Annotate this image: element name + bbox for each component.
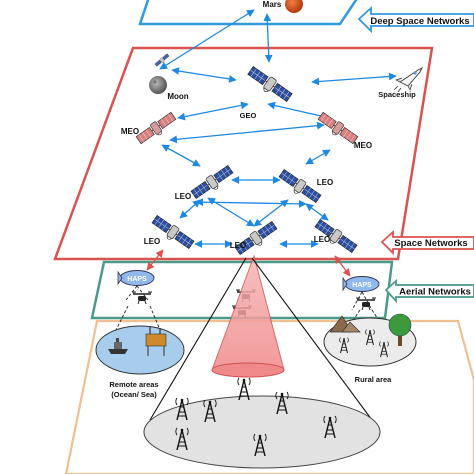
link-haps-left-leo	[146, 249, 164, 271]
leo-bottom-mid-label: LEO	[230, 241, 246, 250]
mars-icon	[285, 0, 303, 13]
mountain-icon	[329, 315, 361, 333]
urban-coverage-region	[143, 395, 381, 469]
spaceship-label: Spaceship	[378, 90, 416, 99]
ship-icon	[108, 338, 128, 354]
space-callout: Space Networks	[380, 229, 474, 256]
link-leo-cross-b	[207, 197, 255, 227]
link-meo-left-leo	[161, 144, 201, 167]
leo-mid-left-satellite-icon	[189, 163, 236, 203]
cone-edge-left	[149, 257, 247, 421]
satellite-icon	[154, 52, 171, 68]
cone-edge-right	[251, 257, 373, 421]
leo-bottom-right-label: LEO	[314, 235, 330, 244]
drone-icon	[131, 291, 153, 305]
drone-icon	[355, 297, 377, 311]
space-plane	[53, 46, 434, 261]
leo-bottom-left-label: LEO	[144, 237, 160, 246]
mars-label: Mars	[263, 0, 282, 9]
space-label: Space Networks	[394, 238, 467, 249]
rural-area-label: Rural area	[355, 375, 393, 384]
coverage-beam	[211, 254, 285, 371]
geo-label: GEO	[240, 111, 257, 120]
aerial-label: Aerial Networks	[399, 287, 471, 298]
link-leo-mid-right-down	[305, 203, 329, 221]
moon-icon	[149, 76, 167, 94]
link-meo-left-meo-right	[169, 121, 325, 144]
leo-mid-right-label: LEO	[317, 178, 333, 187]
deep-space-callout: Deep Space Networks	[357, 5, 474, 34]
haps-right-label: HAPS	[352, 282, 372, 289]
geo-satellite-icon	[244, 64, 294, 106]
link-geo-meo-left	[177, 101, 249, 121]
link-mars-geo	[263, 13, 273, 63]
leo-bottom-mid-satellite-icon	[233, 219, 280, 259]
leo-mid-right-satellite-icon	[276, 167, 323, 207]
link-moon-geo	[171, 67, 237, 83]
beam-footprint	[211, 362, 285, 378]
remote-area-label: Remote areas	[109, 380, 158, 389]
aerial-plane	[90, 260, 394, 320]
meo-left-satellite-icon	[134, 110, 179, 148]
leo-mid-left-label: LEO	[175, 192, 191, 201]
offshore-platform-icon	[145, 326, 167, 356]
haps-left-label: HAPS	[127, 276, 147, 283]
remote-area-sublabel: (Ocean/ Sea)	[111, 390, 157, 399]
meo-right-label: MEO	[354, 141, 372, 150]
haps-left-blimp-icon	[117, 270, 155, 286]
meo-left-label: MEO	[121, 127, 139, 136]
link-leo-cross-a	[195, 198, 307, 208]
link-geo-meo-right	[267, 101, 331, 121]
space-layer: Space Networks Moon	[53, 9, 474, 261]
link-moon-mars	[159, 9, 255, 70]
link-haps-right-leo	[334, 255, 351, 277]
link-leo-mid-left-down	[179, 199, 201, 219]
meo-right-satellite-icon	[315, 110, 360, 148]
link-leo-cross-c	[253, 199, 289, 227]
deep-space-plane	[138, 0, 358, 26]
haps-right-blimp-icon	[342, 276, 380, 292]
terrestrial-layer: Remote areas (Ocean/ Sea) Rural area	[64, 254, 474, 474]
aerial-callout: Aerial Networks	[384, 278, 474, 304]
link-geo-spaceship	[311, 72, 397, 86]
inter-satellite-links	[159, 9, 397, 248]
moon-label: Moon	[167, 92, 188, 101]
link-meo-right-leo	[305, 149, 331, 165]
deep-space-layer: Deep Space Networks Mars	[138, 0, 474, 34]
deep-space-label: Deep Space Networks	[370, 16, 469, 27]
tree-icon	[388, 313, 412, 346]
aerial-layer: Aerial Networks HAPS HAPS	[90, 249, 474, 320]
leo-bottom-left-satellite-icon	[149, 213, 196, 253]
spaceship-icon	[393, 66, 424, 93]
